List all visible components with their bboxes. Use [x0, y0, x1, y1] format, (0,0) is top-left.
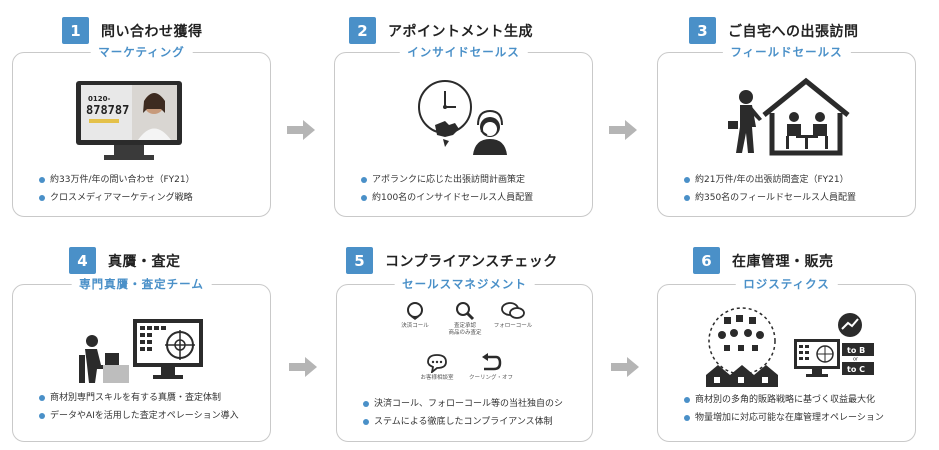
- to-c-label: to C: [847, 365, 865, 374]
- magnifier-icon: [456, 302, 475, 321]
- step-number: 3: [689, 17, 716, 44]
- step-number: 4: [69, 247, 96, 274]
- bullet-item: 約100名のインサイドセールス人員配置: [361, 189, 533, 207]
- card-compliance: セールスマネジメント 決済コール 査定承認 商品のみ査定 フォローコール お客様…: [336, 276, 593, 442]
- bullet-item: クロスメディアマーケティング戦略: [39, 189, 195, 207]
- bullet-item: アポランクに応じた出張訪問計画策定: [361, 171, 533, 189]
- icon-label: クーリング・オフ: [468, 375, 513, 381]
- bullet-list: 決済コール、フォローコール等の当社独自のシ ステムによる徹底したコンプライアンス…: [363, 395, 563, 431]
- card-label: インサイドセールス: [399, 44, 528, 60]
- step-header: 3 ご自宅への出張訪問: [689, 17, 859, 44]
- flow-arrow-icon: [611, 357, 639, 377]
- step-title: 問い合わせ獲得: [101, 23, 203, 40]
- flow-arrow-icon: [287, 120, 315, 140]
- return-arrow-icon: [482, 353, 502, 371]
- bullet-item: ステムによる徹底したコンプライアンス体制: [363, 413, 563, 431]
- flow-arrow-icon: [609, 120, 637, 140]
- card-label: セールスマネジメント: [394, 276, 535, 292]
- step-number: 5: [346, 247, 373, 274]
- icon-label: お客様相談室: [420, 375, 454, 381]
- step-title: ご自宅への出張訪問: [728, 23, 859, 40]
- bullet-item: 商材別の多角的販路戦略に基づく収益最大化: [684, 391, 884, 409]
- step-title: 在庫管理・販売: [732, 253, 834, 270]
- or-label: or: [853, 357, 859, 363]
- bullet-item: 約350名のフィールドセールス人員配置: [684, 189, 856, 207]
- step-title: 真贋・査定: [108, 253, 181, 270]
- bullet-item: 約21万件/年の出張訪問査定（FY21）: [684, 171, 856, 189]
- bullet-item: 約33万件/年の問い合わせ（FY21）: [39, 171, 195, 189]
- card-label: ロジスティクス: [735, 276, 838, 292]
- clock-operator-icon: [418, 80, 507, 155]
- bullet-list: 約21万件/年の出張訪問査定（FY21） 約350名のフィールドセールス人員配置: [684, 171, 856, 207]
- speech-bubble-icon: [427, 354, 447, 373]
- card-inside-sales: インサイドセールス アポランクに応じた出張訪問計画策定 約100名のインサイドセ…: [334, 44, 593, 217]
- card-label: マーケティング: [90, 44, 193, 60]
- bullet-list: アポランクに応じた出張訪問計画策定 約100名のインサイドセールス人員配置: [361, 171, 533, 207]
- step-header: 6 在庫管理・販売: [693, 247, 834, 274]
- compliance-item: 査定承認 商品のみ査定: [435, 301, 495, 337]
- step-header: 2 アポイントメント生成: [349, 17, 533, 44]
- step-header: 4 真贋・査定: [69, 247, 181, 274]
- step-number: 2: [349, 17, 376, 44]
- bullet-list: 約33万件/年の問い合わせ（FY21） クロスメディアマーケティング戦略: [39, 171, 195, 207]
- card-logistics: ロジスティクス to B or to C 商材別の多角: [657, 276, 916, 442]
- warehouse-icon: [706, 307, 778, 387]
- tv-phone-number: 878787: [86, 103, 129, 117]
- icon-label: 決済コール: [401, 323, 429, 329]
- bullet-list: 商材別の多角的販路戦略に基づく収益最大化 物量増加に対応可能な在庫管理オペレーシ…: [684, 391, 884, 427]
- tv-monitor-illustration: 0120- 878787: [76, 81, 182, 160]
- compliance-item: クーリング・オフ: [461, 353, 521, 382]
- icon-label: 商品のみ査定: [448, 330, 482, 336]
- settlement-call-icon: [407, 302, 423, 320]
- card-marketing: マーケティング 0120- 878787 約33万件/年の問い合わせ（FY21）…: [12, 44, 271, 217]
- flow-arrow-icon: [289, 357, 317, 377]
- home-visit-icon: [728, 77, 850, 156]
- bullet-list: 商材別専門スキルを有する真贋・査定体制 データやAIを活用した査定オペレーション…: [39, 389, 239, 425]
- step-title: コンプライアンスチェック: [385, 253, 558, 270]
- bullet-item: 物量増加に対応可能な在庫管理オペレーション: [684, 409, 884, 427]
- step-title: アポイントメント生成: [388, 23, 533, 40]
- bullet-item: 決済コール、フォローコール等の当社独自のシ: [363, 395, 563, 413]
- card-field-sales: フィールドセールス 約21万件/年の出張訪問査定（FY21） 約350名のフィー…: [657, 44, 916, 217]
- to-b-label: to B: [847, 346, 865, 355]
- icon-label: 査定承認: [453, 323, 476, 329]
- sales-channel-icon: to B or to C: [794, 313, 874, 377]
- compliance-item: フォローコール: [483, 301, 543, 330]
- card-appraisal: 専門真贋・査定チーム 商材別専門スキルを有する真贋・査定体制 データやAIを活用…: [12, 276, 271, 442]
- icon-label: フォローコール: [493, 323, 533, 329]
- card-label: フィールドセールス: [722, 44, 851, 60]
- tv-phone-prefix: 0120-: [88, 95, 110, 103]
- card-label: 専門真贋・査定チーム: [71, 276, 212, 292]
- step-header: 1 問い合わせ獲得: [62, 17, 203, 44]
- step-number: 1: [62, 17, 89, 44]
- compliance-item: 決済コール: [385, 301, 445, 330]
- step-number: 6: [693, 247, 720, 274]
- compliance-item: お客様相談室: [407, 353, 467, 382]
- chat-bubbles-icon: [501, 302, 525, 319]
- step-header: 5 コンプライアンスチェック: [346, 247, 558, 274]
- bullet-item: 商材別専門スキルを有する真贋・査定体制: [39, 389, 239, 407]
- bullet-item: データやAIを活用した査定オペレーション導入: [39, 407, 239, 425]
- appraiser-monitor-icon: [79, 319, 203, 383]
